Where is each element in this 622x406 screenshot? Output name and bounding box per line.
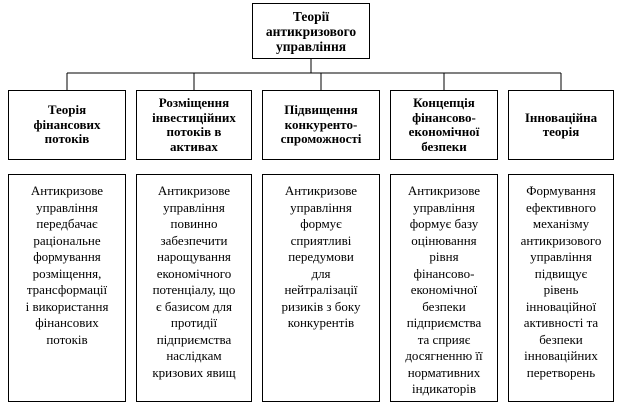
description-box-financial-flows: Антикризове управління передбачає раціон… xyxy=(8,174,126,402)
heading-text: Теорія фінансових потоків xyxy=(33,102,101,147)
heading-text: Розміщення інвестиційних потоків в актив… xyxy=(152,95,236,154)
description-text: Антикризове управління передбачає раціон… xyxy=(25,183,109,347)
root-title: Теорії антикризового управління xyxy=(265,8,357,54)
description-text: Антикризове управління формує сприятливі… xyxy=(281,183,361,330)
heading-box-investment-flows: Розміщення інвестиційних потоків в актив… xyxy=(136,90,252,160)
heading-box-economic-security: Концепція фінансово- економічної безпеки xyxy=(390,90,498,160)
description-box-innovation: Формування ефективного механізму антикри… xyxy=(508,174,614,402)
heading-box-financial-flows: Теорія фінансових потоків xyxy=(8,90,126,160)
description-text: Формування ефективного механізму антикри… xyxy=(520,183,602,380)
description-box-competitiveness: Антикризове управління формує сприятливі… xyxy=(262,174,380,402)
heading-text: Інноваційна теорія xyxy=(524,109,598,139)
description-box-investment-flows: Антикризове управління повинно забезпечи… xyxy=(136,174,252,402)
heading-box-competitiveness: Підвищення конкуренто- спроможності xyxy=(262,90,380,160)
heading-text: Підвищення конкуренто- спроможності xyxy=(280,102,362,147)
heading-text: Концепція фінансово- економічної безпеки xyxy=(408,95,480,154)
description-text: Антикризове управління формує базу оціню… xyxy=(405,183,483,396)
description-box-economic-security: Антикризове управління формує базу оціню… xyxy=(390,174,498,402)
description-text: Антикризове управління повинно забезпечи… xyxy=(152,183,236,380)
root-box: Теорії антикризового управління xyxy=(252,3,370,59)
heading-box-innovation: Інноваційна теорія xyxy=(508,90,614,160)
